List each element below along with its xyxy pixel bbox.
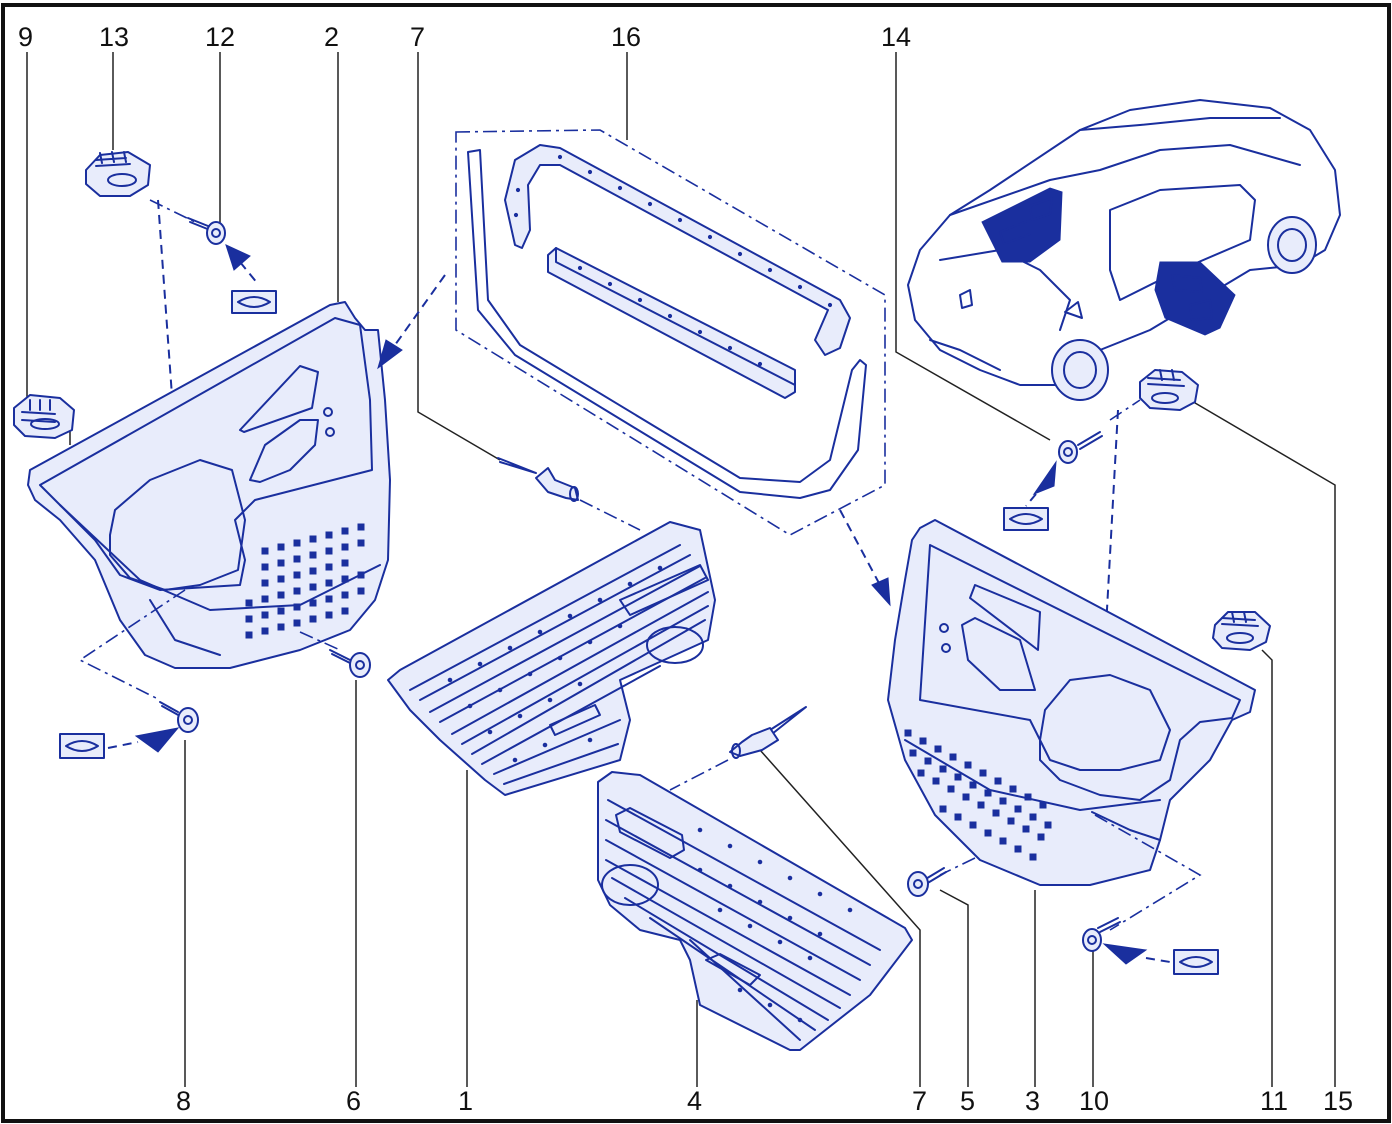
callout-5: 5 [960,1086,975,1116]
callout-7-bottom: 7 [912,1086,927,1116]
screw-part-10 [1082,917,1219,975]
door-panel-part-2 [27,301,391,669]
clip-part-13 [85,151,151,197]
diagram-frame [1,3,1391,1123]
callout-9: 9 [18,22,33,52]
callout-7-top: 7 [410,22,425,52]
screw-part-14 [1003,399,1141,531]
callout-3: 3 [1025,1086,1040,1116]
callout-8: 8 [176,1086,191,1116]
callout-16: 16 [611,22,641,52]
screw-part-6 [329,649,371,678]
door-panel-part-3 [887,519,1256,886]
callout-2: 2 [324,22,339,52]
callout-11: 11 [1260,1086,1288,1116]
rivet-part-7-lower [729,706,807,759]
clip-part-11 [1212,611,1271,651]
insulation-part-4 [597,771,913,1051]
leader-lines [26,52,1336,1087]
screw-part-12 [149,199,277,314]
callout-10: 10 [1079,1086,1109,1116]
clip-part-15 [1139,369,1199,411]
callout-14: 14 [881,22,911,52]
clip-part-9 [13,394,75,439]
callout-6: 6 [346,1086,361,1116]
screw-part-5 [907,867,947,897]
callout-13: 13 [99,22,129,52]
callout-12: 12 [205,22,235,52]
callout-15: 15 [1323,1086,1353,1116]
callout-1: 1 [458,1086,473,1116]
seal-kit-part-16 [455,129,886,536]
car-location-illustration [907,99,1341,401]
screw-part-8 [59,701,199,759]
callout-4: 4 [687,1086,702,1116]
rivet-part-7-upper [497,457,579,502]
insulation-part-1 [387,521,716,796]
